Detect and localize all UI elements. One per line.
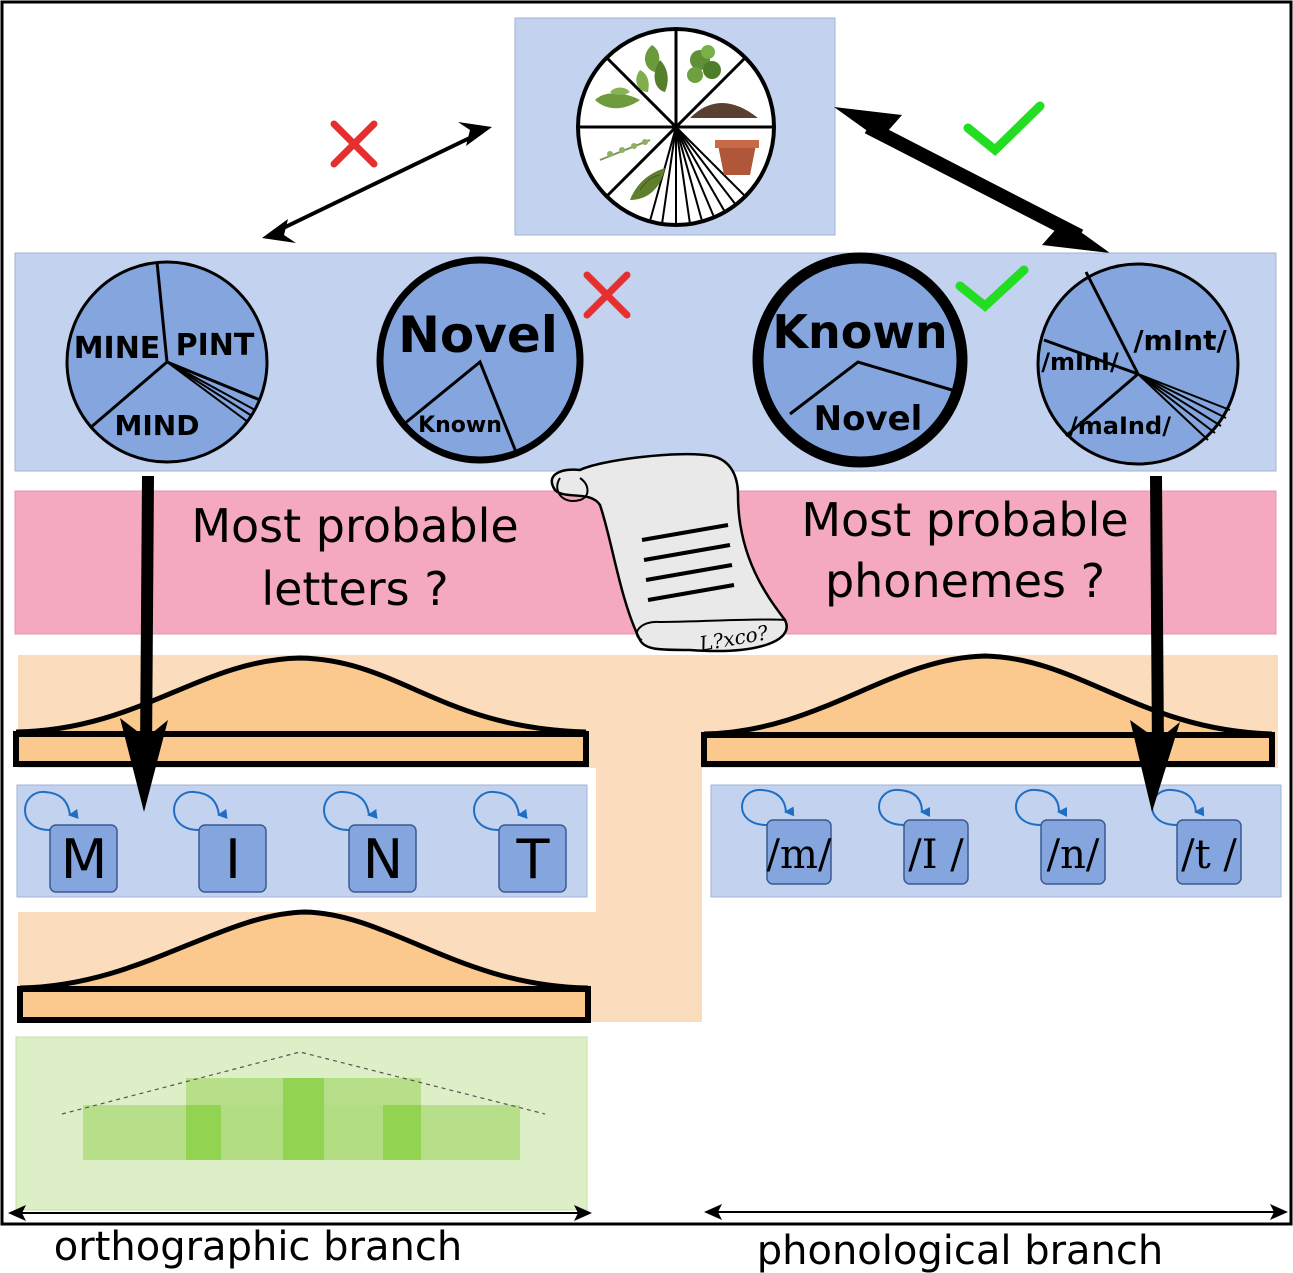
letter-i: I xyxy=(225,828,241,891)
clay-pot-icon xyxy=(715,140,759,175)
parsley-icon xyxy=(687,45,721,83)
novel-inner: Known xyxy=(418,413,502,438)
question-right-line2: phonemes ? xyxy=(825,554,1105,608)
letter-slot-i: I xyxy=(173,790,267,893)
phono-down-arrow xyxy=(1130,475,1180,812)
phonological-branch-span xyxy=(704,1204,1288,1220)
orthographic-pie: MINE PINT MIND xyxy=(65,260,269,464)
thyme-icon xyxy=(599,139,651,161)
letter-slot-m: M xyxy=(24,790,118,893)
phoneme-t: /t / xyxy=(1181,832,1237,878)
novel-title: Novel xyxy=(398,306,558,364)
phoneme-slot-i: /I / xyxy=(878,788,969,885)
question-left-line2: letters ? xyxy=(261,562,448,616)
basil-icon xyxy=(636,45,668,92)
top-cross-icon xyxy=(330,120,378,168)
lexicon-scroll-icon: L?xco? xyxy=(550,453,788,656)
known-inner: Novel xyxy=(814,399,923,439)
letter-slot-n: N xyxy=(323,790,417,893)
bay-leaf-icon xyxy=(630,168,665,200)
gaussian-top-right xyxy=(701,653,1275,767)
phoneme-slot-n: /n/ xyxy=(1015,788,1106,885)
phoneme-slot-t: /t / xyxy=(1151,788,1242,885)
pie-label-maind: /maInd/ xyxy=(1069,412,1171,440)
phonological-link-arrow xyxy=(834,107,1110,253)
phonological-branch-label: phonological branch xyxy=(757,1228,1164,1273)
known-pie: Known Novel xyxy=(752,252,968,468)
pie-label-mini: /mInI/ xyxy=(1041,348,1119,376)
oregano-icon xyxy=(595,87,640,109)
orthographic-link-arrow xyxy=(262,122,492,243)
pie-label-mind: MIND xyxy=(115,409,200,442)
phoneme-m: /m/ xyxy=(767,832,832,878)
orthographic-branch-label: orthographic branch xyxy=(54,1224,462,1270)
top-check-icon xyxy=(963,101,1045,157)
known-check-icon xyxy=(955,265,1029,312)
pie-label-mint: /mInt/ xyxy=(1133,324,1227,357)
known-title: Known xyxy=(772,305,947,359)
novel-pie: Novel Known xyxy=(376,256,584,464)
question-left-line1: Most probable xyxy=(191,499,518,553)
letter-n: N xyxy=(363,828,403,891)
herbs-pie xyxy=(576,27,776,227)
pie-label-mine: MINE xyxy=(74,331,161,366)
pie-label-pint: PINT xyxy=(176,328,255,363)
letter-slot-t: T xyxy=(473,790,567,893)
letter-t: T xyxy=(516,828,551,891)
ortho-down-arrow xyxy=(120,475,168,812)
orthographic-branch-span xyxy=(8,1205,592,1221)
phoneme-n: /n/ xyxy=(1047,832,1100,878)
gaussian-bottom-left xyxy=(17,909,591,1023)
visual-attention-panel xyxy=(15,1036,588,1211)
question-right-line1: Most probable xyxy=(801,493,1128,547)
phoneme-slot-m: /m/ xyxy=(741,788,832,885)
soil-icon xyxy=(690,103,758,118)
phoneme-i: /I / xyxy=(908,832,964,878)
novel-cross-icon xyxy=(583,271,631,319)
letter-m: M xyxy=(61,828,108,891)
phonological-pie: /mInt/ /mInI/ /maInd/ xyxy=(1036,262,1240,466)
outer-frame xyxy=(0,0,1293,1226)
